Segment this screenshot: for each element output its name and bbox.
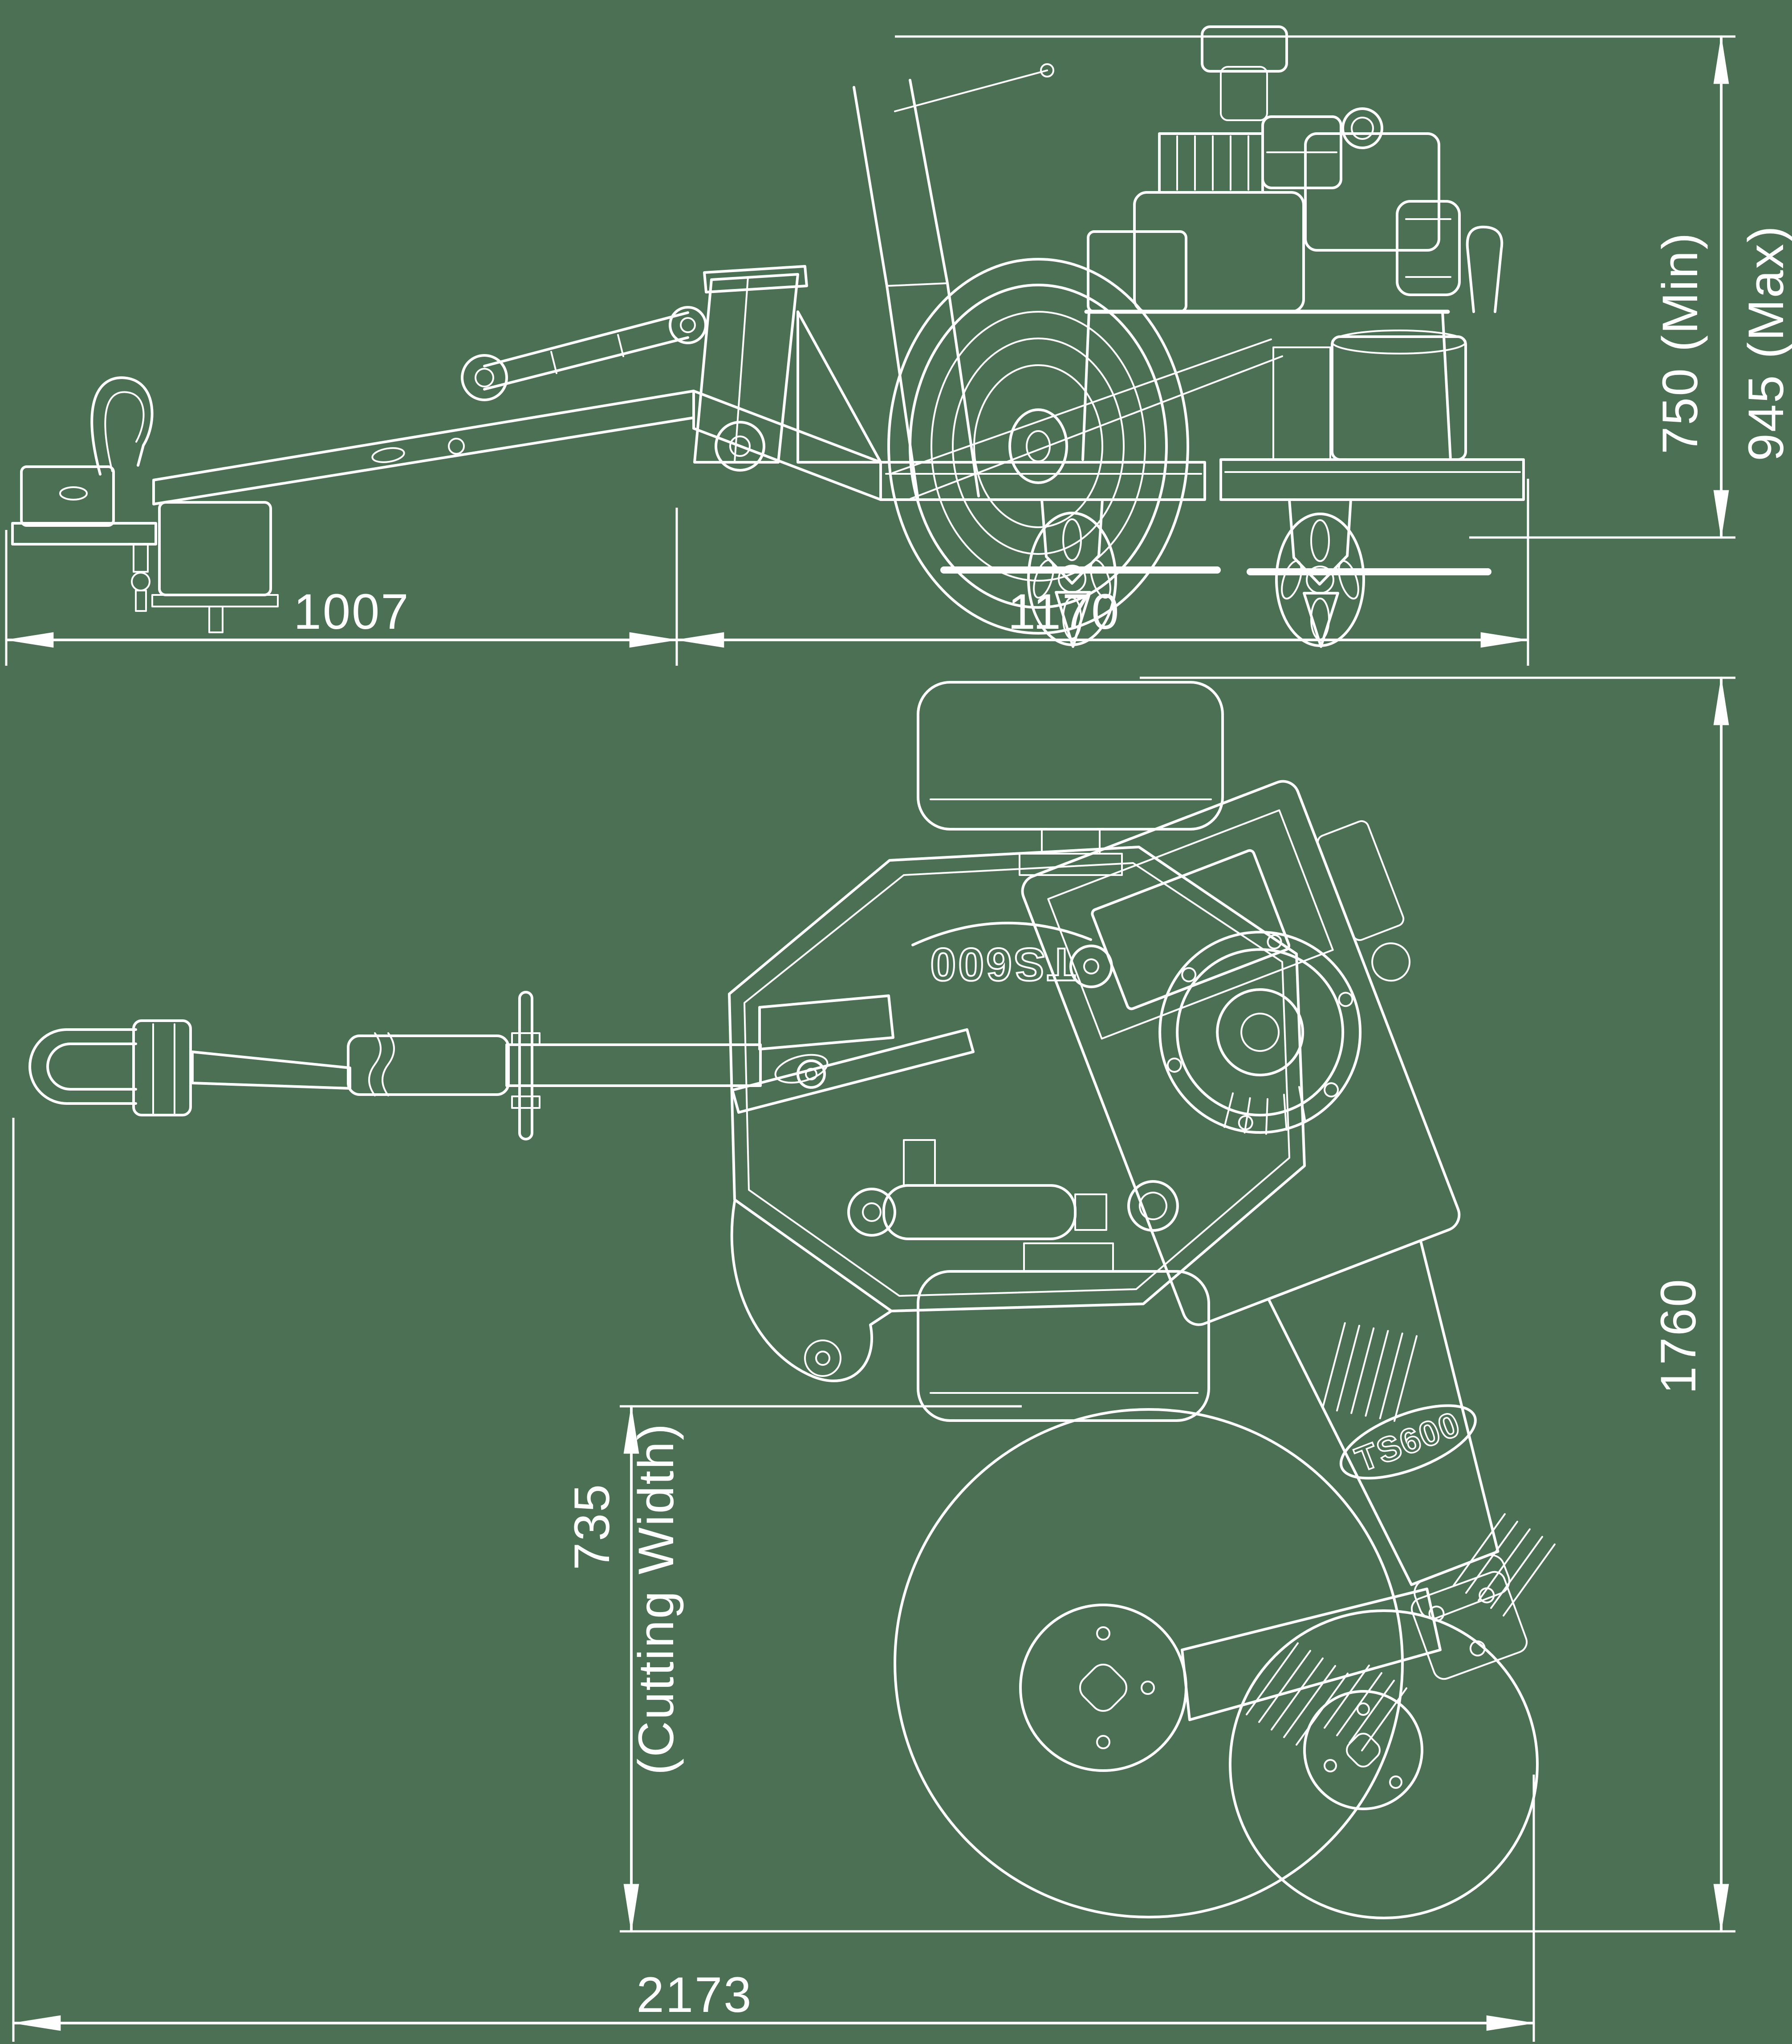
engine-side (892, 25, 1503, 500)
hatch-disc-right (1324, 1665, 1407, 1751)
pivot-mast (692, 265, 882, 501)
dim-label-height-max: 945 (Max) (1738, 224, 1792, 461)
side-view: 1007 1170 750 (Min) 945 (Max) (4, 25, 1792, 666)
drawbar-plan (347, 991, 975, 1140)
blade-disc-right (1229, 1571, 1539, 1919)
roller-wheel-top (917, 681, 1224, 876)
lift-ram (847, 1139, 1107, 1240)
blade-disc-left (894, 1408, 1442, 1918)
roller-wheel-bottom (917, 1242, 1210, 1422)
dim-height: 750 (Min) 945 (Max) (895, 35, 1792, 539)
deck-plate: TS600 (728, 846, 1306, 1382)
dim-front-length: 1007 (4, 508, 679, 666)
dim-label-cutting-width-note: (Cutting Width) (628, 1422, 684, 1775)
caster-wheel-left (940, 498, 1221, 648)
tow-hitch-side (11, 376, 157, 612)
deck-logo: TS600 (911, 921, 1092, 991)
blade-link-plate (1410, 1571, 1528, 1680)
dim-label-overall-width: 1760 (1650, 1278, 1706, 1394)
gearbox-circle (1158, 931, 1362, 1135)
upper-link (461, 306, 707, 401)
dim-rear-length: 1170 (675, 479, 1530, 666)
dim-label-overall-length: 2173 (636, 1967, 752, 2023)
caster-wheel-right (1247, 498, 1491, 648)
deck-logo-text: TS600 (928, 938, 1075, 990)
dim-overall-width: 1760 (620, 676, 1735, 1933)
dim-label-rear-length: 1170 (1008, 584, 1121, 639)
dim-label-height-min: 750 (Min) (1652, 232, 1708, 454)
handlebar (844, 33, 1054, 501)
tow-hitch-plan (28, 1019, 351, 1116)
dim-overall-length: 2173 (12, 1118, 1536, 2042)
dim-label-cutting-width: 735 (564, 1483, 620, 1570)
dim-label-front-length: 1007 (293, 584, 410, 639)
dim-cutting-width: 735 (Cutting Width) (564, 1405, 1022, 1933)
hatch-arm-left (1321, 1322, 1418, 1422)
